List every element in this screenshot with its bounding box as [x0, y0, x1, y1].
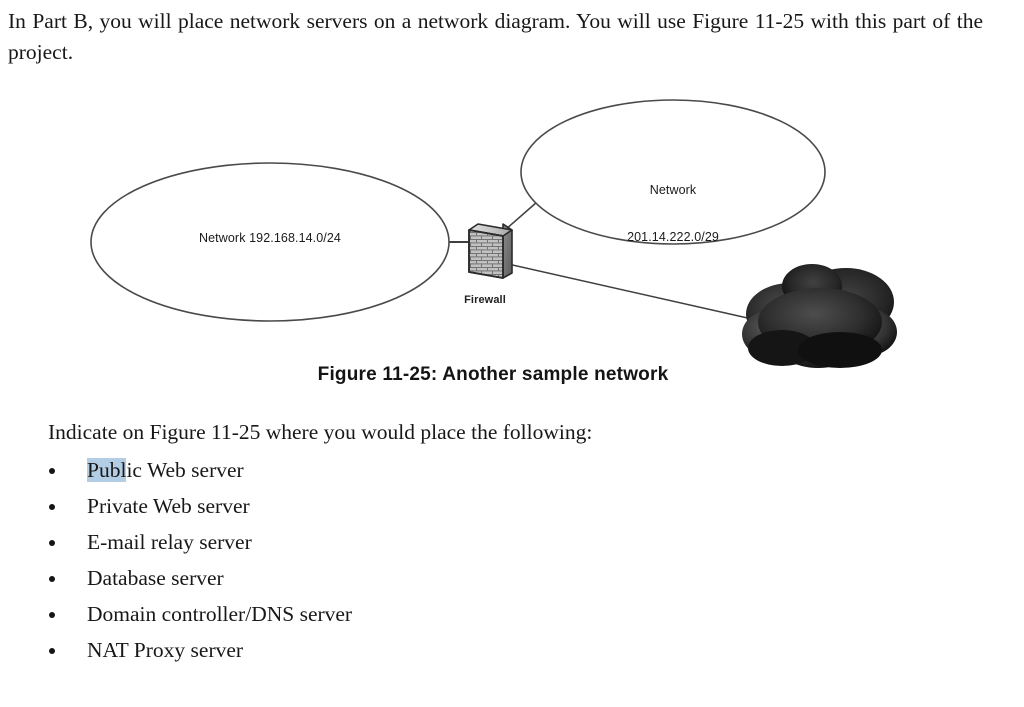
- right-network-ellipse: [520, 99, 826, 245]
- network-diagram-figure: Network 192.168.14.0/24 Network 201.14.2…: [0, 78, 1024, 378]
- network-diagram-canvas: [90, 99, 897, 368]
- link-firewall-rightnet: [504, 201, 538, 231]
- list-item: Domain controller/DNS server: [48, 596, 648, 632]
- list-item: Public Web server: [48, 452, 648, 488]
- list-item-label: ic Web server: [126, 458, 244, 482]
- figure-caption: Figure 11-25: Another sample network: [317, 364, 669, 385]
- firewall-icon: [468, 223, 513, 279]
- link-firewall-cloud: [507, 263, 753, 320]
- list-item-label: E-mail relay server: [87, 530, 252, 554]
- left-network-ellipse: [90, 162, 450, 322]
- list-item-label: Domain controller/DNS server: [87, 602, 353, 626]
- internet-cloud-icon: [742, 264, 897, 368]
- list-item: NAT Proxy server: [48, 632, 648, 668]
- list-item-label: Database server: [87, 566, 224, 590]
- right-network-label-line1: Network: [649, 183, 697, 197]
- list-item-label: Private Web server: [87, 494, 250, 518]
- intro-paragraph: In Part B, you will place network server…: [8, 9, 983, 64]
- list-item-label: NAT Proxy server: [87, 638, 244, 662]
- prompt-text: Indicate on Figure 11-25 where you would…: [48, 420, 593, 444]
- right-network-label: Network 201.14.222.0/29: [573, 152, 773, 276]
- right-network-label-line2: 201.14.222.0/29: [627, 229, 719, 244]
- list-item: E-mail relay server: [48, 524, 648, 560]
- list-item: Private Web server: [48, 488, 648, 524]
- server-placement-list: Public Web server Private Web server E-m…: [48, 452, 648, 668]
- firewall-label: Firewall: [464, 294, 506, 306]
- left-network-label: Network 192.168.14.0/24: [199, 231, 341, 245]
- selected-text: Publ: [87, 458, 127, 482]
- list-item: Database server: [48, 560, 648, 596]
